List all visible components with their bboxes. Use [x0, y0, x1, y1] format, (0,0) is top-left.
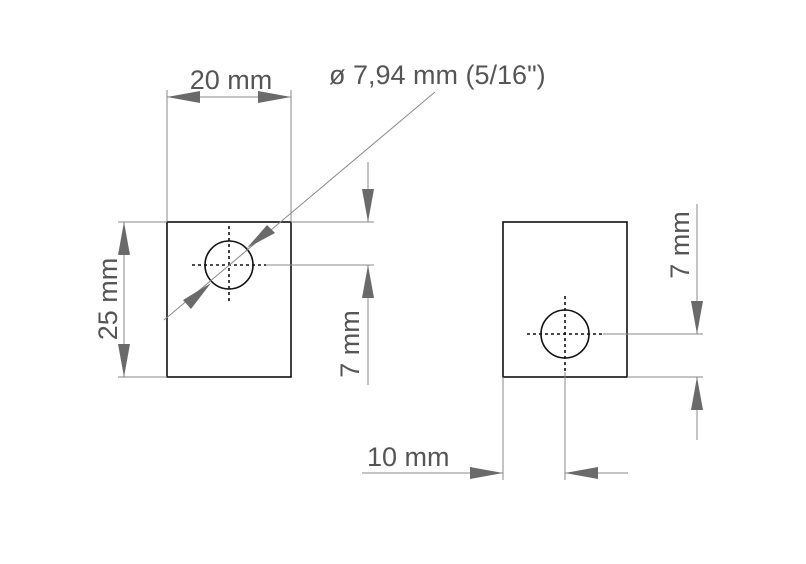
diameter-callout: ø 7,94 mm (5/16") — [163, 60, 546, 321]
diameter-leader-line — [163, 91, 436, 321]
offset-top-arrow-upper — [362, 189, 374, 222]
width-dimension: 20 mm — [166, 65, 292, 222]
offset-side-arrow-left — [470, 467, 503, 479]
left-block-outline — [166, 221, 292, 378]
hole-offset-bottom-dimension: 7 mm — [603, 204, 703, 440]
offset-top-arrow-lower — [362, 265, 374, 298]
offset-side-label: 10 mm — [367, 442, 450, 472]
offset-side-arrow-right — [565, 467, 598, 479]
height-label: 25 mm — [93, 258, 123, 341]
offset-bottom-label: 7 mm — [665, 211, 695, 279]
hole-offset-top-dimension: 7 mm — [266, 162, 374, 385]
right-block-outline — [502, 221, 628, 378]
width-label: 20 mm — [190, 65, 273, 95]
diameter-label: ø 7,94 mm (5/16") — [329, 60, 546, 90]
width-arrow-right — [258, 91, 291, 103]
diameter-arrow-top — [247, 225, 275, 248]
offset-top-label: 7 mm — [335, 310, 365, 378]
right-view — [502, 221, 628, 378]
hole-offset-side-dimension: 10 mm — [362, 372, 628, 480]
offset-bottom-arrow-upper — [691, 301, 703, 334]
width-arrow-left — [167, 91, 200, 103]
height-dimension: 25 mm — [93, 221, 167, 378]
height-arrow-top — [118, 222, 130, 255]
diameter-arrow-bottom — [183, 283, 211, 309]
offset-bottom-arrow-lower — [691, 377, 703, 410]
height-arrow-bottom — [118, 344, 130, 377]
